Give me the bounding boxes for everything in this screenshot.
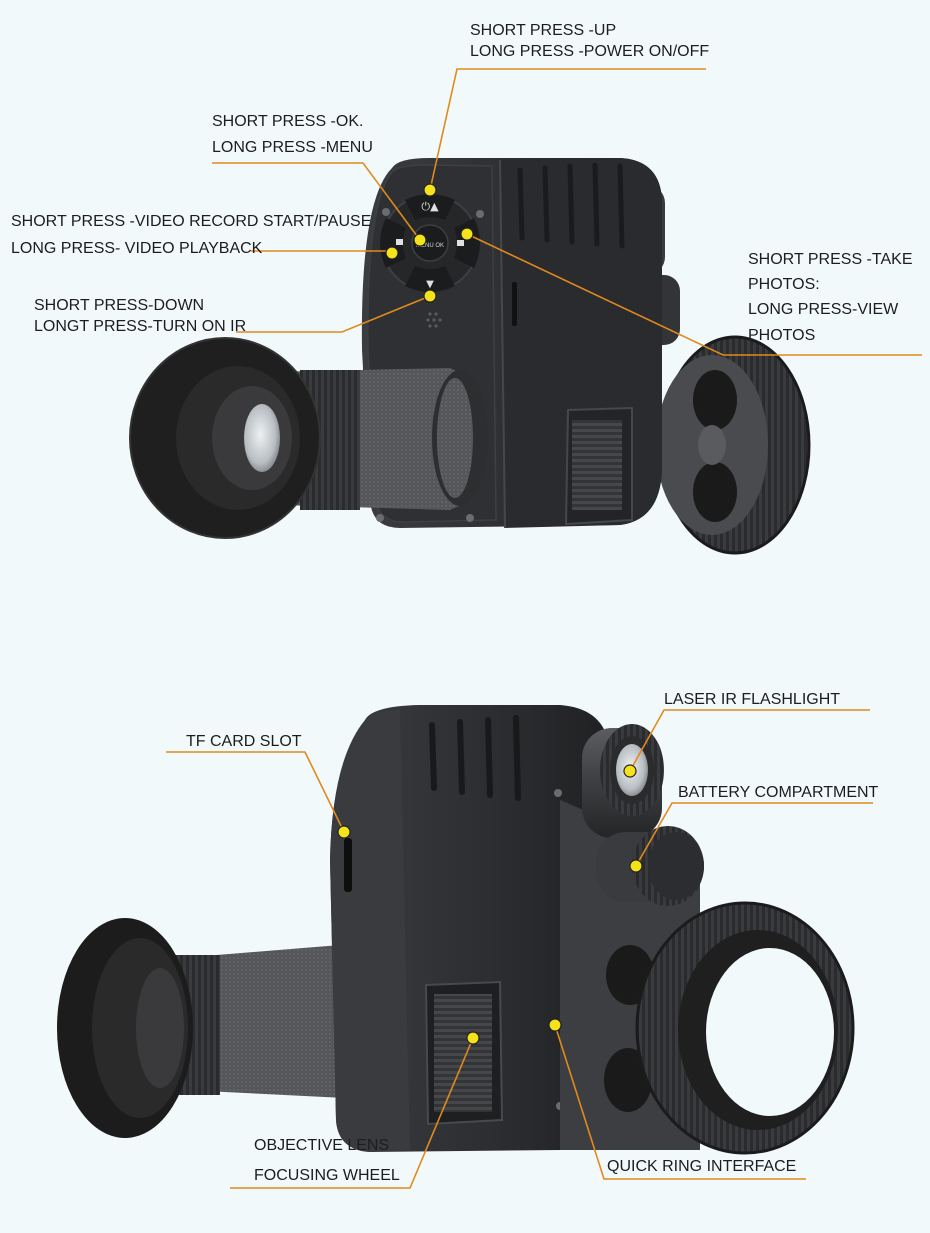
callout-line-up (429, 68, 706, 191)
label-photo-line2: PHOTOS: (748, 276, 820, 293)
label-down-short: SHORT PRESS-DOWN (34, 297, 205, 314)
bottom-battery (596, 826, 704, 906)
power-up-icon: ⏻▲ (421, 200, 439, 213)
callout-lines (166, 68, 922, 1189)
label-down-long: LONGT PRESS-TURN ON IR (34, 318, 247, 335)
bottom-main-body (330, 705, 608, 1152)
callout-line-battery (635, 802, 873, 867)
label-quick-ring-interface: QUICK RING INTERFACE (607, 1158, 797, 1175)
callout-line-photo (466, 233, 922, 356)
dot-photo-button (460, 227, 474, 241)
dot-quick-ring (548, 1018, 562, 1032)
label-photo-line1: SHORT PRESS -TAKE (748, 251, 913, 268)
label-ok-long: LONG PRESS -MENU (212, 139, 373, 156)
label-tf-card-slot: TF CARD SLOT (186, 733, 302, 750)
label-video-long: LONG PRESS- VIDEO PLAYBACK (11, 240, 263, 257)
label-focusing-wheel: FOCUSING WHEEL (254, 1167, 400, 1184)
dot-video-button (385, 246, 399, 260)
callout-line-down (236, 295, 431, 333)
top-eyepiece (129, 337, 488, 539)
dot-battery (629, 859, 643, 873)
dot-laser (623, 764, 637, 778)
dot-tf-card (337, 825, 351, 839)
callout-line-ok (212, 162, 421, 241)
photo-camera-icon (457, 240, 464, 246)
label-ok-short: SHORT PRESS -OK. (212, 113, 364, 130)
dot-up-button (423, 183, 437, 197)
dot-ok-button (413, 233, 427, 247)
top-rear-ring (656, 335, 811, 555)
up-button[interactable] (405, 194, 455, 220)
callout-line-quickring (554, 1024, 806, 1180)
label-objective-lens: OBJECTIVE LENS (254, 1137, 390, 1154)
bottom-eyepiece (57, 918, 345, 1138)
callout-line-laser (629, 709, 870, 772)
ir-down-icon: ▼ (426, 279, 434, 290)
callout-line-tf (166, 751, 345, 833)
callout-dots (337, 183, 643, 1045)
label-photo-line3: LONG PRESS-VIEW (748, 301, 899, 318)
bottom-laser-flashlight (582, 724, 664, 838)
down-button[interactable] (405, 266, 455, 292)
video-camera-icon (396, 239, 403, 245)
label-photo-line4: PHOTOS (748, 327, 816, 344)
bottom-quick-ring (635, 901, 855, 1155)
ok-button-glyph: MENU OK (416, 243, 444, 249)
top-device: MENU OK ⏻▲ ▼ (129, 158, 811, 555)
top-button-cluster: MENU OK ⏻▲ ▼ (380, 194, 480, 292)
label-up-short: SHORT PRESS -UP (470, 22, 617, 39)
photo-button[interactable] (454, 218, 480, 268)
bottom-device (57, 705, 855, 1155)
callout-line-objective (230, 1037, 474, 1189)
dot-down-button (423, 289, 437, 303)
label-up-long: LONG PRESS -POWER ON/OFF (470, 43, 710, 60)
label-video-short: SHORT PRESS -VIDEO RECORD START/PAUSE (11, 213, 372, 230)
label-laser-flashlight: LASER IR FLASHLIGHT (664, 691, 841, 708)
label-battery-compartment: BATTERY COMPARTMENT (678, 784, 879, 801)
dot-objective (466, 1031, 480, 1045)
